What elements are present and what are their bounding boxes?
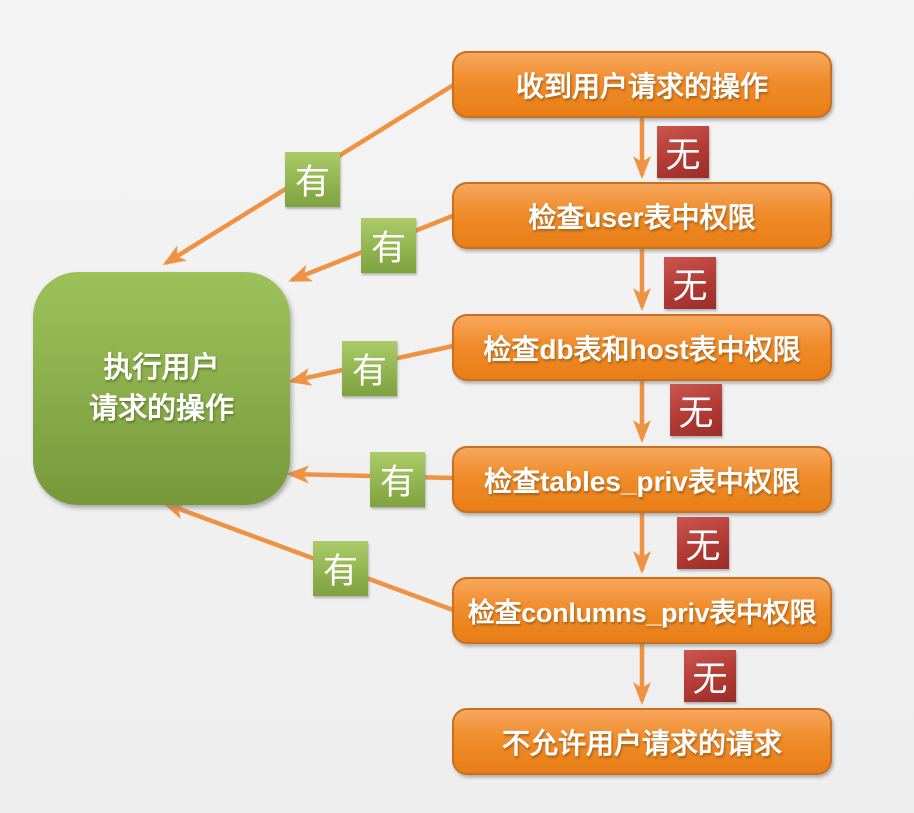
no-badge-4: 无: [677, 517, 729, 569]
step-box-check-tables-priv: 检查tables_priv表中权限: [452, 446, 832, 513]
no-badge-2: 无: [664, 257, 716, 309]
terminal-box-execute-operation: 执行用户 请求的操作: [33, 272, 290, 505]
yes-badge-2: 有: [361, 218, 416, 273]
yes-badge-3: 有: [342, 341, 397, 396]
yes-badge-4: 有: [370, 452, 425, 507]
step-box-check-db-host-table: 检查db表和host表中权限: [452, 314, 832, 381]
yes-badge-5: 有: [313, 541, 368, 596]
step-box-deny-request: 不允许用户请求的请求: [452, 708, 832, 775]
step-box-check-columns-priv: 检查conlumns_priv表中权限: [452, 577, 832, 644]
step-box-receive-request: 收到用户请求的操作: [452, 51, 832, 118]
no-badge-5: 无: [684, 650, 736, 702]
arrow-yes-5: [162, 501, 454, 613]
no-badge-3: 无: [670, 384, 722, 436]
yes-badge-1: 有: [285, 152, 340, 207]
no-badge-1: 无: [657, 126, 709, 178]
step-box-check-user-table: 检查user表中权限: [452, 182, 832, 249]
